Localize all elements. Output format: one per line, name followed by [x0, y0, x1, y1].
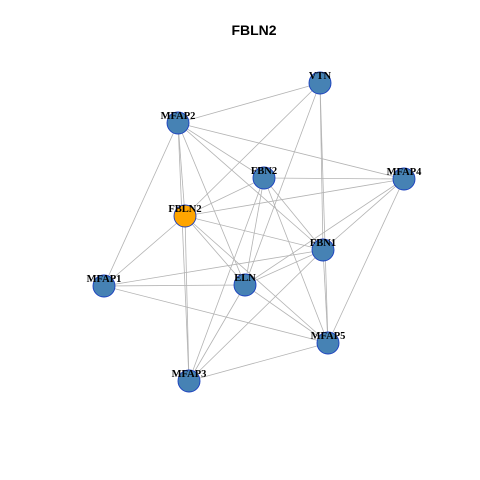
edge-layer [103, 82, 405, 382]
edge-mfap2-mfap4 [177, 122, 405, 180]
node-circle [308, 71, 332, 95]
node-eln: ELN [233, 273, 257, 297]
node-mfap5: MFAP5 [311, 331, 346, 355]
node-mfap1: MFAP1 [87, 274, 122, 298]
node-circle [173, 204, 197, 228]
node-fbln2: FBLN2 [168, 204, 202, 228]
node-mfap4: MFAP4 [387, 167, 423, 191]
node-circle [177, 369, 201, 393]
node-vtn: VTN [308, 71, 332, 95]
edge-vtn-mfap5 [319, 82, 329, 344]
edge-eln-mfap3 [188, 284, 246, 382]
node-circle [252, 166, 276, 190]
node-label: VTN [309, 71, 332, 82]
node-label: MFAP3 [172, 369, 207, 380]
node-circle [233, 273, 257, 297]
edge-fbn2-eln [244, 177, 265, 286]
edge-vtn-mfap2 [177, 82, 321, 124]
edge-mfap4-eln [244, 178, 405, 286]
node-label: FBLN2 [168, 204, 201, 215]
node-fbn1: FBN1 [310, 238, 336, 262]
edge-fbln2-eln [184, 215, 246, 286]
edge-fbln2-fbn1 [184, 215, 324, 251]
node-circle [316, 331, 340, 355]
edge-vtn-eln [244, 82, 321, 286]
node-fbn2: FBN2 [251, 166, 277, 190]
edge-mfap4-mfap5 [327, 178, 405, 344]
edge-mfap1-eln [103, 284, 246, 287]
edge-fbn2-mfap4 [263, 177, 405, 180]
edge-fbn1-mfap5 [322, 249, 329, 344]
edge-fbn2-fbn1 [263, 177, 324, 251]
edge-mfap2-eln [177, 122, 246, 286]
edge-fbn2-mfap5 [263, 177, 329, 344]
edge-mfap2-fbn2 [177, 122, 265, 179]
node-mfap3: MFAP3 [172, 369, 207, 393]
edge-mfap1-mfap5 [103, 285, 329, 344]
edge-fbn2-mfap3 [188, 177, 265, 382]
node-mfap2: MFAP2 [161, 111, 196, 135]
diagram-title: FBLN2 [231, 22, 276, 38]
edge-mfap5-mfap3 [188, 342, 329, 382]
edge-fbn1-eln [244, 249, 324, 286]
node-label: FBN2 [251, 166, 277, 177]
edge-fbln2-mfap3 [184, 215, 190, 382]
node-circle [166, 111, 190, 135]
edge-mfap4-fbln2 [184, 178, 405, 217]
node-label: MFAP1 [87, 274, 122, 285]
edge-mfap2-fbn1 [177, 122, 324, 251]
node-circle [392, 167, 416, 191]
node-label: MFAP2 [161, 111, 196, 122]
edge-fbn1-mfap1 [103, 249, 324, 287]
edge-fbn1-mfap3 [188, 249, 324, 382]
edge-mfap2-fbln2 [177, 122, 186, 217]
edge-mfap2-mfap3 [177, 122, 190, 382]
edge-fbln2-mfap1 [103, 215, 186, 287]
node-label: MFAP5 [311, 331, 346, 342]
node-circle [92, 274, 116, 298]
node-circle [311, 238, 335, 262]
node-label: MFAP4 [387, 167, 423, 178]
edge-vtn-fbln2 [184, 82, 321, 217]
node-label: FBN1 [310, 238, 336, 249]
edge-mfap2-mfap1 [103, 122, 179, 287]
edge-eln-mfap5 [244, 284, 329, 344]
edge-mfap4-fbn1 [322, 178, 405, 251]
node-label: ELN [234, 273, 256, 284]
edge-fbn2-fbln2 [184, 177, 265, 217]
